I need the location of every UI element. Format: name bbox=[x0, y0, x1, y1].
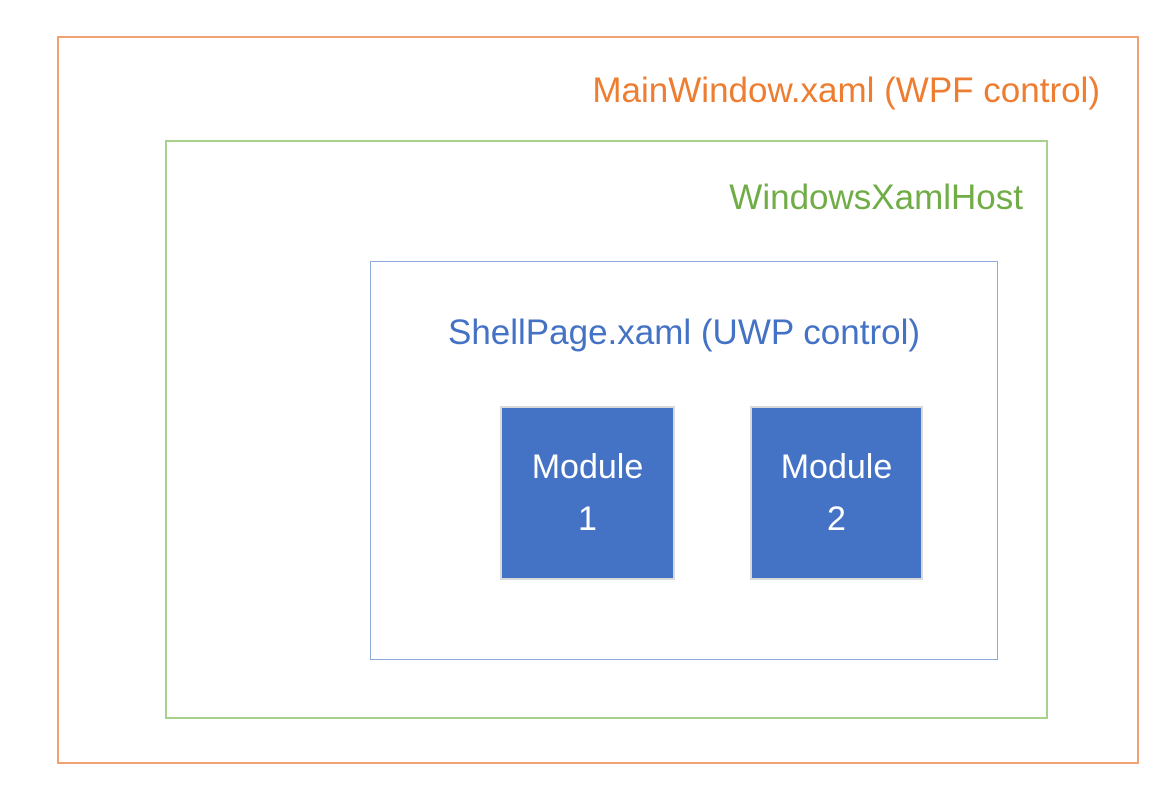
mainwindow-wpf-box bbox=[57, 36, 1139, 764]
module-2-label-line2: 2 bbox=[827, 500, 846, 538]
module-1-box: Module 1 bbox=[500, 406, 675, 580]
windowsxamlhost-box bbox=[165, 140, 1048, 719]
module-1-label-line1: Module bbox=[531, 448, 644, 486]
shellpage-uwp-label: ShellPage.xaml (UWP control) bbox=[447, 313, 921, 352]
module-1-label-line2: 1 bbox=[578, 500, 597, 538]
shellpage-uwp-box bbox=[370, 261, 998, 660]
module-2-box: Module 2 bbox=[750, 406, 923, 580]
mainwindow-wpf-label: MainWindow.xaml (WPF control) bbox=[592, 71, 1100, 110]
module-2-label-line1: Module bbox=[780, 448, 893, 486]
windowsxamlhost-label: WindowsXamlHost bbox=[729, 178, 1023, 217]
